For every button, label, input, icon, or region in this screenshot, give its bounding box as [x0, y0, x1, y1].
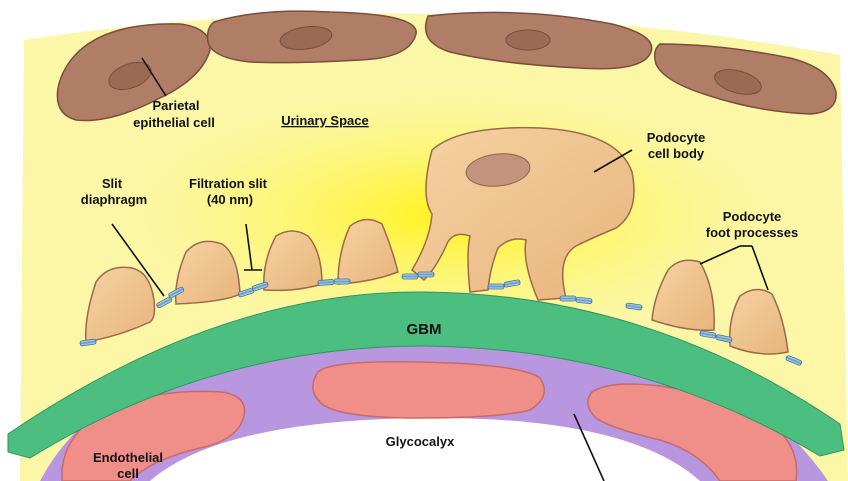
label-foot-1: Podocyte: [723, 209, 782, 224]
label-endothelial-2: cell: [117, 466, 139, 481]
label-glycocalyx: Glycocalyx: [386, 434, 455, 449]
label-urinary-space: Urinary Space: [281, 113, 368, 128]
label-filtration-2: (40 nm): [207, 192, 253, 207]
label-podocyte-body-1: Podocyte: [647, 130, 706, 145]
label-parietal-1: Parietal: [153, 98, 200, 113]
label-slit-1: Slit: [102, 176, 123, 191]
label-endothelial-1: Endothelial: [93, 450, 163, 465]
label-gbm: GBM: [407, 321, 442, 338]
label-slit-2: diaphragm: [81, 192, 147, 207]
label-parietal-2: epithelial cell: [133, 115, 215, 130]
label-filtration-1: Filtration slit: [189, 176, 268, 191]
label-podocyte-body-2: cell body: [648, 146, 705, 161]
label-foot-2: foot processes: [706, 225, 798, 240]
